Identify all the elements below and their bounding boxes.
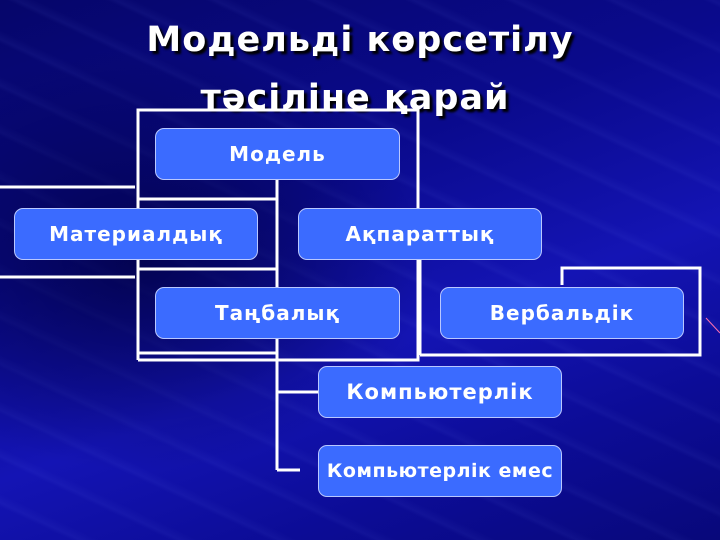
node-model: Модель — [155, 128, 400, 180]
node-computer: Компьютерлік — [318, 366, 562, 418]
slide-title-line-1: Модельді көрсетілу — [146, 20, 574, 60]
node-information: Ақпараттық — [298, 208, 542, 260]
node-symbolic: Таңбалық — [155, 287, 400, 339]
node-non-computer: Компьютерлік емес — [318, 445, 562, 497]
node-material: Материалдық — [14, 208, 258, 260]
node-verbal: Вербальдік — [440, 287, 684, 339]
